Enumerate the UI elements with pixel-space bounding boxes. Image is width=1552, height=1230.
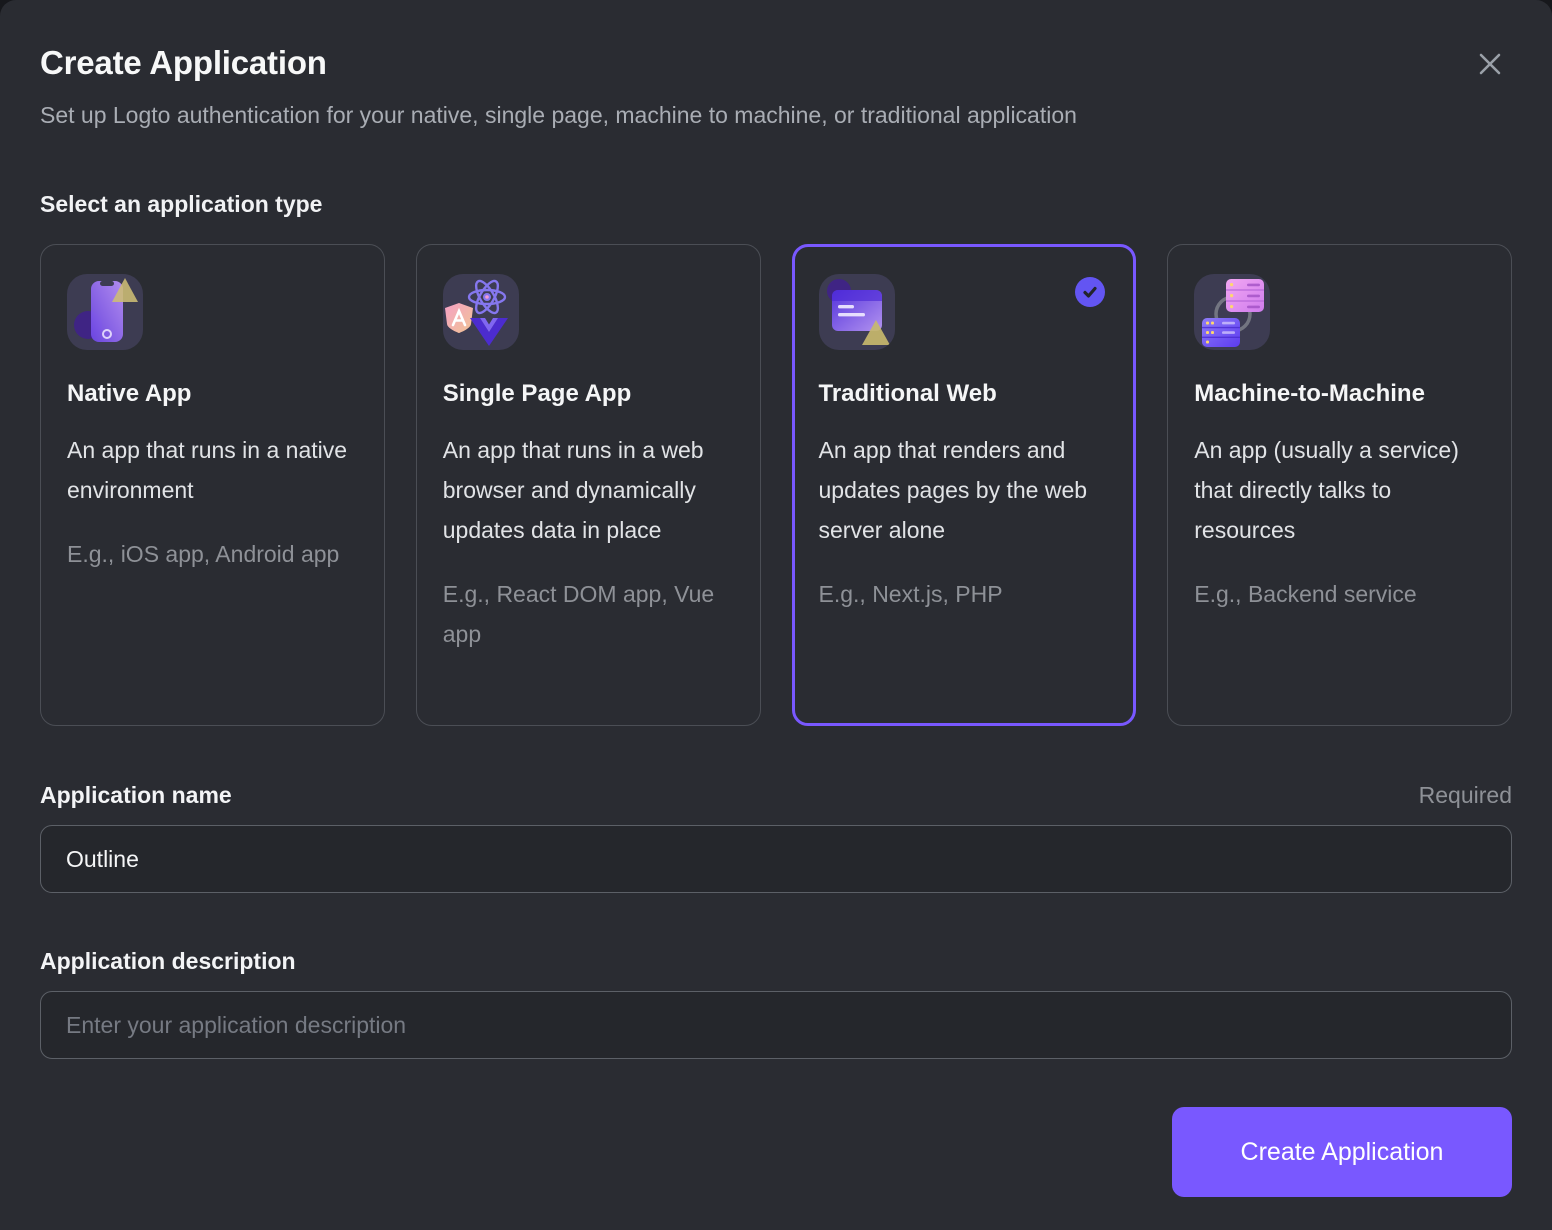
application-type-section-label: Select an application type — [40, 191, 323, 217]
create-application-button[interactable]: Create Application — [1172, 1107, 1512, 1197]
card-single-page-app[interactable]: Single Page App An app that runs in a we… — [415, 244, 761, 726]
card-title: Traditional Web — [818, 380, 997, 407]
card-description: An app that renders and updates pages by… — [818, 437, 1088, 543]
card-description: An app that runs in a native environment — [67, 437, 348, 503]
card-title: Single Page App — [442, 380, 632, 407]
card-example: E.g., iOS app, Android app — [67, 541, 340, 567]
close-button[interactable] — [1470, 44, 1510, 84]
close-icon — [1479, 53, 1501, 75]
card-title: Machine-to-Machine — [1194, 380, 1425, 407]
traditional-web-icon — [818, 274, 895, 350]
selected-check-icon — [1075, 277, 1106, 307]
card-example: E.g., Next.js, PHP — [818, 581, 1003, 607]
card-example: E.g., Backend service — [1194, 581, 1417, 607]
modal-header: Create Application — [40, 0, 1512, 84]
card-description: An app (usually a service) that directly… — [1194, 437, 1459, 543]
application-description-label: Application description — [40, 948, 296, 974]
application-description-input[interactable] — [40, 991, 1512, 1059]
modal-subtitle: Set up Logto authentication for your nat… — [40, 102, 1077, 128]
application-name-field: Application name Required — [40, 782, 1512, 893]
application-type-cards: Native App An app that runs in a native … — [40, 244, 1512, 726]
card-native-app[interactable]: Native App An app that runs in a native … — [40, 244, 385, 726]
card-description: An app that runs in a web browser and dy… — [442, 437, 704, 543]
card-title: Native App — [67, 380, 192, 407]
card-machine-to-machine[interactable]: Machine-to-Machine An app (usually a ser… — [1167, 244, 1512, 726]
machine-to-machine-icon — [1194, 274, 1271, 350]
page-title: Create Application — [40, 44, 327, 81]
application-description-field: Application description — [40, 948, 1512, 1059]
single-page-app-icon — [442, 274, 519, 350]
card-traditional-web[interactable]: Traditional Web An app that renders and … — [791, 244, 1137, 726]
card-example: E.g., React DOM app, Vue app — [442, 581, 715, 647]
native-app-icon — [67, 274, 143, 350]
required-hint: Required — [1418, 782, 1512, 808]
application-name-label: Application name — [40, 782, 232, 808]
modal-footer: Create Application — [40, 1107, 1512, 1197]
application-name-input[interactable] — [40, 825, 1512, 893]
